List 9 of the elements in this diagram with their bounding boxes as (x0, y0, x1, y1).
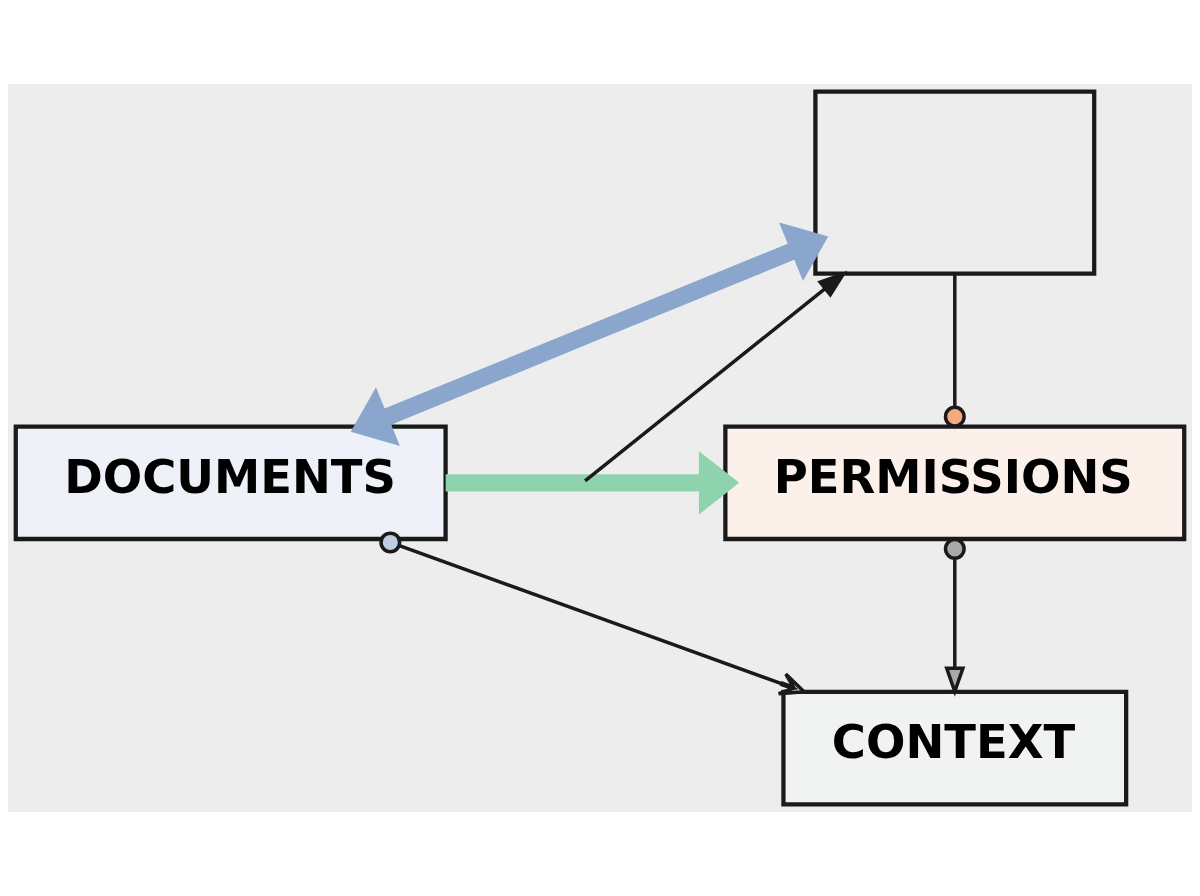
node-box (813, 89, 1097, 276)
arrow (445, 451, 740, 515)
arrow (350, 222, 829, 446)
node-box: CONTEXT (781, 689, 1129, 807)
arrow (379, 531, 806, 696)
node-box: DOCUMENTS (13, 424, 448, 542)
node-box: PERMISSIONS (723, 424, 1187, 542)
arrow (584, 270, 848, 483)
connector (943, 274, 966, 428)
